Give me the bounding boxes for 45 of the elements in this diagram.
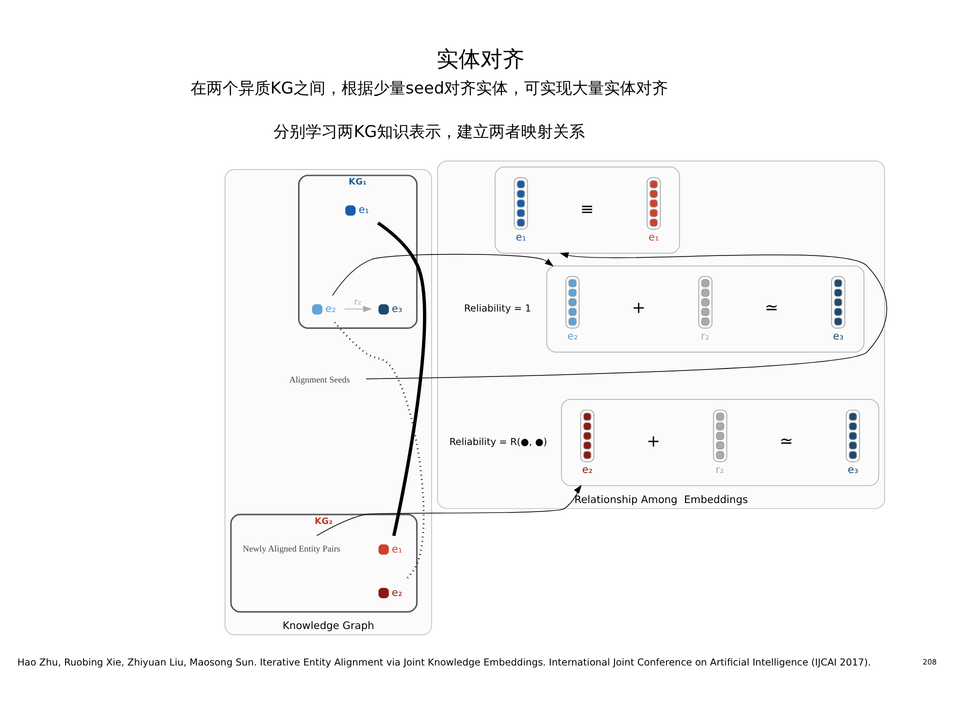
node-label: e₁: [392, 542, 402, 555]
label: ≡: [580, 198, 594, 218]
diagram-title: 实体对齐: [436, 46, 524, 72]
connector: [377, 221, 426, 536]
node-text: Newly Aligned Entity Pairs: [242, 542, 340, 553]
edge-label: r₂: [354, 296, 362, 307]
node-label: e₂: [582, 463, 593, 476]
node-label: r₂: [700, 330, 710, 342]
node-box: [713, 409, 728, 462]
node-box: [831, 276, 846, 328]
node-box: [646, 176, 661, 230]
arrow: [366, 252, 888, 379]
node-label: e₃: [848, 463, 858, 476]
node-box: [514, 176, 528, 230]
node-text: Alignment Seeds: [289, 374, 350, 384]
node-label: r₂: [716, 463, 724, 476]
node-label: e₁: [516, 231, 526, 244]
label: Hao Zhu, Ruobing Xie, Zhiyuan Liu, Maosong Sun. Iterative Entity Alignment via Joint Knowledge Embeddings. International Joint Conference on Artificial Intelligence (IJCAI 2017).: [17, 656, 871, 668]
node-label: e₁: [358, 204, 370, 216]
arrow: [332, 253, 554, 296]
node-box: [566, 276, 580, 328]
node-box: [846, 409, 860, 462]
node-label: e₂: [567, 330, 578, 342]
label: ≃: [764, 298, 778, 317]
node-label: e₁: [648, 231, 660, 244]
label: +: [632, 298, 646, 317]
arrow: [344, 305, 372, 312]
label: ≃: [780, 431, 794, 450]
label: 分别学习两KG知识表示，建立两者映射关系: [274, 122, 585, 141]
cluster: [561, 398, 880, 486]
connector: [334, 321, 425, 580]
arrow: [316, 484, 582, 536]
node-label: e₃: [832, 330, 844, 342]
label: Reliability = R(●, ●): [449, 436, 548, 448]
node-label: e₃: [392, 302, 402, 315]
cluster: [546, 264, 864, 352]
node-box: [580, 409, 594, 462]
node-box: [698, 276, 712, 328]
cluster: [494, 166, 680, 254]
node-label: e₂: [325, 302, 336, 315]
node-label: e₂: [392, 586, 402, 598]
label: Reliability = 1: [464, 302, 532, 314]
label: 在两个异质KG之间，根据少量seed对齐实体，可实现大量实体对齐: [190, 78, 668, 98]
label: +: [646, 431, 660, 450]
label: 208: [922, 657, 937, 666]
